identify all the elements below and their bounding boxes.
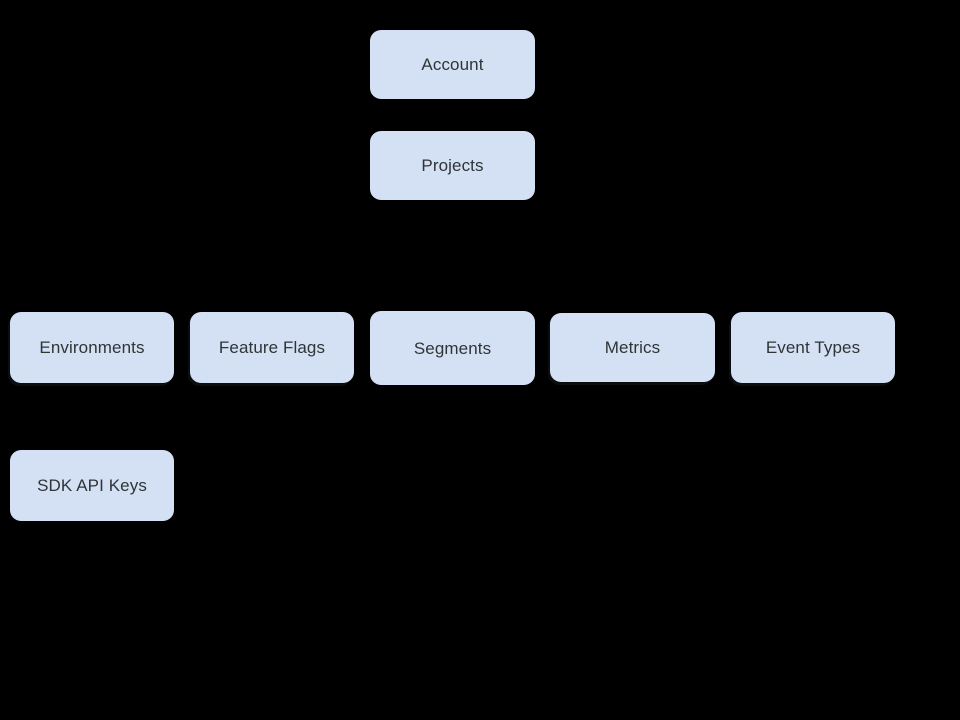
node-account[interactable]: Account [370,30,535,99]
node-metrics-label: Metrics [604,338,661,357]
node-account-label: Account [421,55,484,74]
node-metrics[interactable]: Metrics [550,313,715,382]
node-environments-label: Environments [39,338,145,357]
node-sdk-api-keys[interactable]: SDK API Keys [10,450,174,521]
node-projects-label: Projects [421,156,484,175]
node-environments[interactable]: Environments [10,312,174,383]
node-segments[interactable]: Segments [370,311,535,385]
node-feature-flags[interactable]: Feature Flags [190,312,354,383]
node-event-types-label: Event Types [765,338,861,357]
node-feature-flags-label: Feature Flags [218,338,326,357]
node-sdk-api-keys-label: SDK API Keys [37,476,147,495]
node-event-types[interactable]: Event Types [731,312,895,383]
node-projects[interactable]: Projects [370,131,535,200]
node-segments-label: Segments [413,338,492,358]
